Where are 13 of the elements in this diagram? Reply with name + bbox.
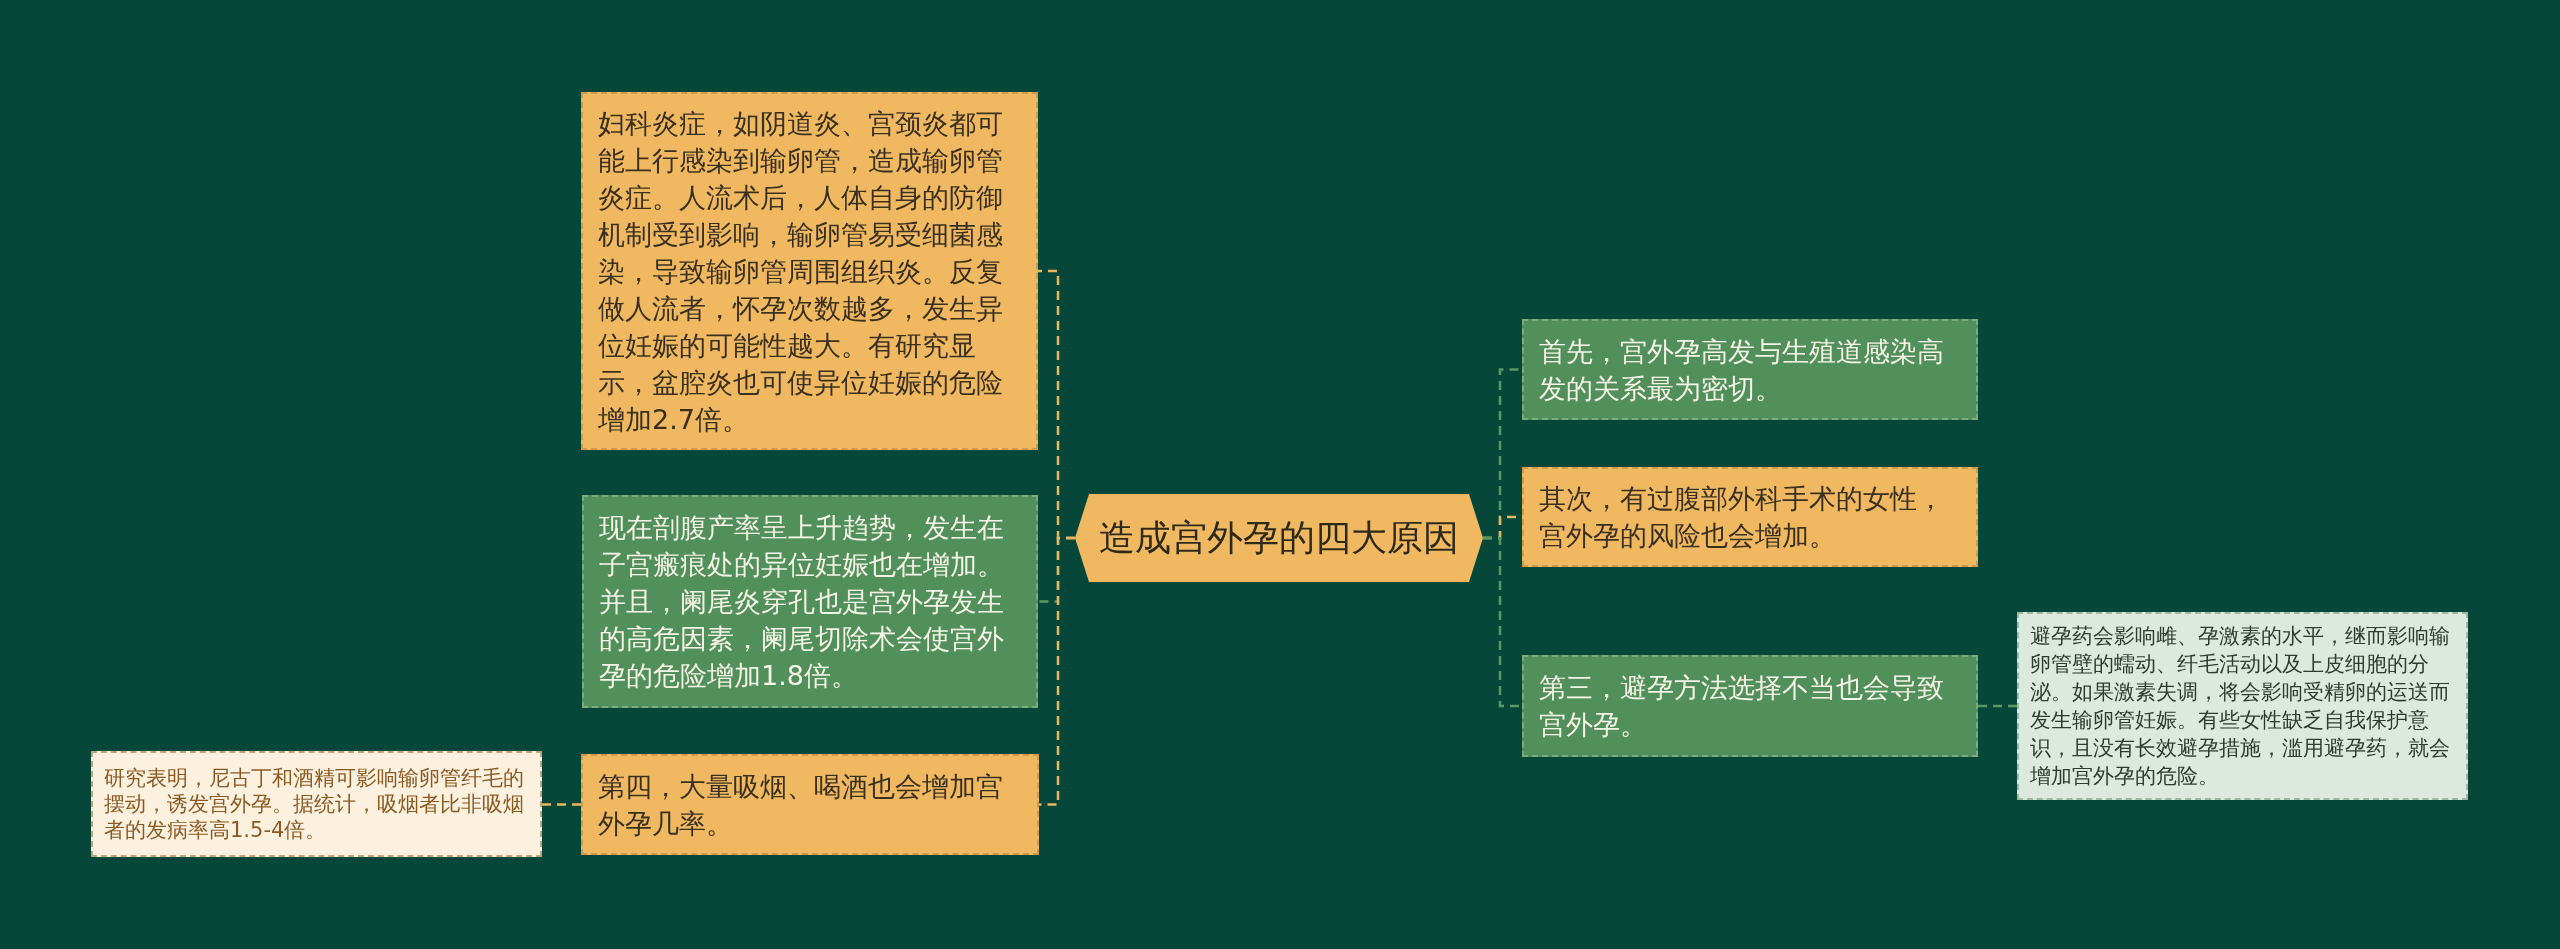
subtopic-box: 首先，宫外孕高发与生殖道感染高发的关系最为密切。 [1522, 319, 1978, 420]
subtopic-box: 妇科炎症，如阴道炎、宫颈炎都可能上行感染到输卵管，造成输卵管炎症。人流术后，人体自身的防御机制受到影响，输卵管易受细菌感染，导致输卵管周围组织炎。反复做人流者，怀孕次数越多，发生异位妊娠的可能性越大。有研究显示，盆腔炎也可使异位妊娠的危险增加2.7倍。 [581, 92, 1038, 450]
subtopic-box: 第三，避孕方法选择不当也会导致宫外孕。 [1522, 655, 1978, 757]
subtopic-box: 其次，有过腹部外科手术的女性，宫外孕的风险也会增加。 [1522, 467, 1978, 567]
note-box: 研究表明，尼古丁和酒精可影响输卵管纤毛的摆动，诱发宫外孕。据统计，吸烟者比非吸烟者的发病率高1.5-4倍。 [91, 751, 542, 857]
subtopic-box: 现在剖腹产率呈上升趋势，发生在子宫瘢痕处的异位妊娠也在增加。并且，阑尾炎穿孔也是宫外孕发生的高危因素，阑尾切除术会使宫外孕的危险增加1.8倍。 [582, 495, 1038, 708]
subtopic-box: 第四，大量吸烟、喝酒也会增加宫外孕几率。 [581, 754, 1039, 855]
connector-line [542, 803, 581, 806]
note-box: 避孕药会影响雌、孕激素的水平，继而影响输卵管壁的蠕动、纤毛活动以及上皮细胞的分泌。如果激素失调，将会影响受精卵的运送而发生输卵管妊娠。有些女性缺乏自我保护意识，且没有长效避孕措施，滥用避孕药，就会增加宫外孕的危险。 [2017, 612, 2468, 800]
connector-line [1483, 536, 1522, 708]
connector-line [1039, 536, 1075, 806]
connector-line [1978, 704, 2017, 708]
central-topic-hexagon: 造成宫外孕的四大原因 [1075, 494, 1483, 582]
